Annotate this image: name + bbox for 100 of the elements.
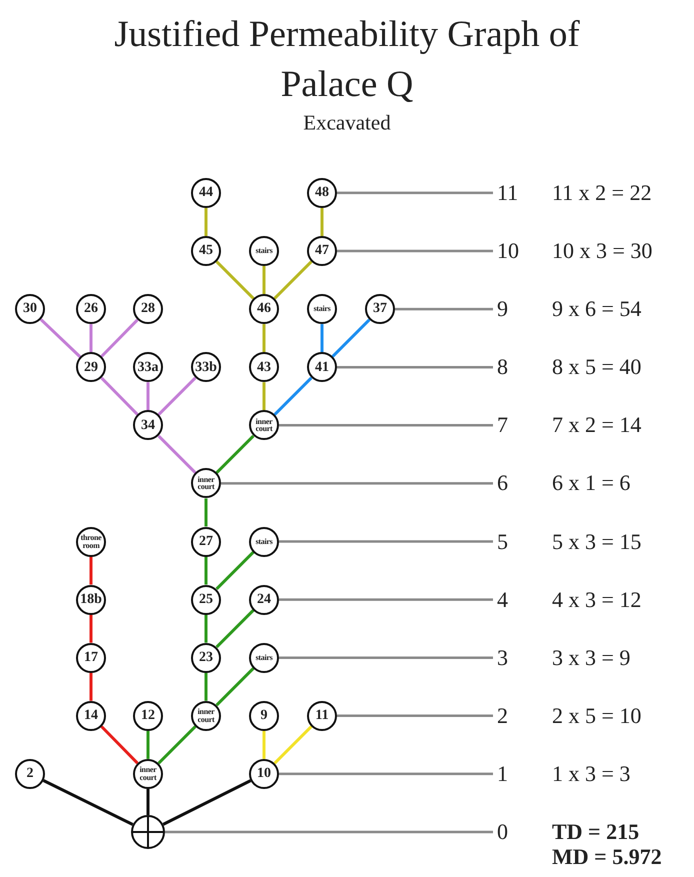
depth-number: 11 xyxy=(497,182,518,204)
space-node: 14 xyxy=(76,700,106,731)
connection-line xyxy=(146,788,150,815)
connection-line xyxy=(262,730,266,759)
space-node: 33a xyxy=(133,352,163,382)
connection-line xyxy=(204,672,208,701)
connection-line xyxy=(204,208,208,236)
space-node: 23 xyxy=(191,642,221,673)
space-node: 24 xyxy=(249,584,279,615)
depth-guide-line xyxy=(165,830,493,834)
depth-guide-line xyxy=(279,598,493,601)
space-node: 33b xyxy=(191,352,221,382)
space-node: throne room xyxy=(76,526,106,556)
connection-line xyxy=(204,614,208,643)
connection-line xyxy=(262,266,266,294)
connection-line xyxy=(216,551,254,590)
depth-calculation: 8 x 5 = 40 xyxy=(552,356,642,378)
depth-calculation: 1 x 3 = 3 xyxy=(552,762,630,785)
depth-number: 9 xyxy=(497,298,508,320)
space-node: 2 xyxy=(15,758,45,789)
space-node: 26 xyxy=(76,294,106,324)
depth-number: 5 xyxy=(497,530,508,552)
connection-line xyxy=(146,382,150,410)
depth-calculation: 6 x 1 = 6 xyxy=(552,472,630,494)
depth-number: 6 xyxy=(497,472,508,494)
connection-line xyxy=(90,324,92,352)
space-node: inner court xyxy=(249,410,279,440)
space-node: 28 xyxy=(133,294,163,324)
summary-value: TD = 215 xyxy=(552,821,640,843)
connection-line xyxy=(42,779,134,826)
connection-line xyxy=(162,779,252,826)
connection-line xyxy=(90,614,92,643)
depth-calculation: 5 x 3 = 15 xyxy=(552,530,642,552)
connection-line xyxy=(274,725,312,764)
space-node: 45 xyxy=(191,236,221,266)
connection-line xyxy=(90,672,92,701)
connection-line xyxy=(320,208,324,236)
title: Justified Permeability Graph of Palace Q xyxy=(113,13,581,107)
space-node: 34 xyxy=(133,410,163,440)
space-node: 43 xyxy=(249,352,279,382)
depth-number: 1 xyxy=(497,762,508,785)
connection-line xyxy=(158,725,196,764)
connection-line xyxy=(146,730,150,759)
space-node: 9 xyxy=(249,700,279,731)
space-node: stairs xyxy=(249,642,279,673)
depth-number: 10 xyxy=(497,240,519,262)
connection-line xyxy=(332,318,370,358)
summary-value: MD = 5.972 xyxy=(552,846,662,868)
connection-line xyxy=(204,556,208,585)
connection-line xyxy=(204,498,208,526)
depth-guide-line xyxy=(337,366,493,368)
depth-calculation: 3 x 3 = 9 xyxy=(552,646,630,669)
space-node: 41 xyxy=(307,352,337,382)
space-node: stairs xyxy=(307,294,337,324)
depth-guide-line xyxy=(221,482,493,485)
connection-line xyxy=(262,382,266,410)
depth-guide-line xyxy=(279,772,493,776)
space-node: 29 xyxy=(76,352,106,382)
depth-calculation: 7 x 2 = 14 xyxy=(552,414,642,436)
depth-guide-line xyxy=(279,656,493,659)
carrier-circle xyxy=(131,815,165,849)
connection-line xyxy=(320,324,324,352)
connection-line xyxy=(216,667,254,706)
connection-line xyxy=(216,609,254,648)
space-node: 37 xyxy=(365,294,395,324)
space-node: 25 xyxy=(191,584,221,615)
depth-calculation: 4 x 3 = 12 xyxy=(552,588,642,611)
space-node: 11 xyxy=(307,700,337,731)
depth-calculation: 11 x 2 = 22 xyxy=(552,182,652,204)
depth-guide-line xyxy=(279,424,493,427)
space-node: inner court xyxy=(191,700,221,731)
depth-number: 0 xyxy=(497,821,508,843)
connection-line xyxy=(216,434,254,474)
depth-guide-line xyxy=(279,540,493,543)
space-node: 48 xyxy=(307,178,337,208)
space-node: 17 xyxy=(76,642,106,673)
space-node: stairs xyxy=(249,526,279,556)
space-node: 10 xyxy=(249,758,279,789)
space-node: 12 xyxy=(133,700,163,731)
space-node: stairs xyxy=(249,236,279,266)
space-node: 27 xyxy=(191,526,221,556)
space-node: 30 xyxy=(15,294,45,324)
depth-number: 4 xyxy=(497,588,508,611)
depth-calculation: 2 x 5 = 10 xyxy=(552,704,642,727)
depth-number: 3 xyxy=(497,646,508,669)
depth-number: 8 xyxy=(497,356,508,378)
connection-line xyxy=(274,376,312,416)
connection-line xyxy=(90,556,92,585)
depth-guide-line xyxy=(337,250,493,252)
depth-number: 7 xyxy=(497,414,508,436)
connection-line xyxy=(100,725,139,764)
depth-guide-line xyxy=(395,308,493,310)
subtitle: Excavated xyxy=(302,110,392,136)
connection-line xyxy=(262,324,266,352)
depth-guide-line xyxy=(337,192,493,194)
connection-line xyxy=(40,318,82,358)
depth-number: 2 xyxy=(497,704,508,727)
connection-line xyxy=(216,260,254,300)
space-node: 46 xyxy=(249,294,279,324)
connection-line xyxy=(158,376,196,416)
